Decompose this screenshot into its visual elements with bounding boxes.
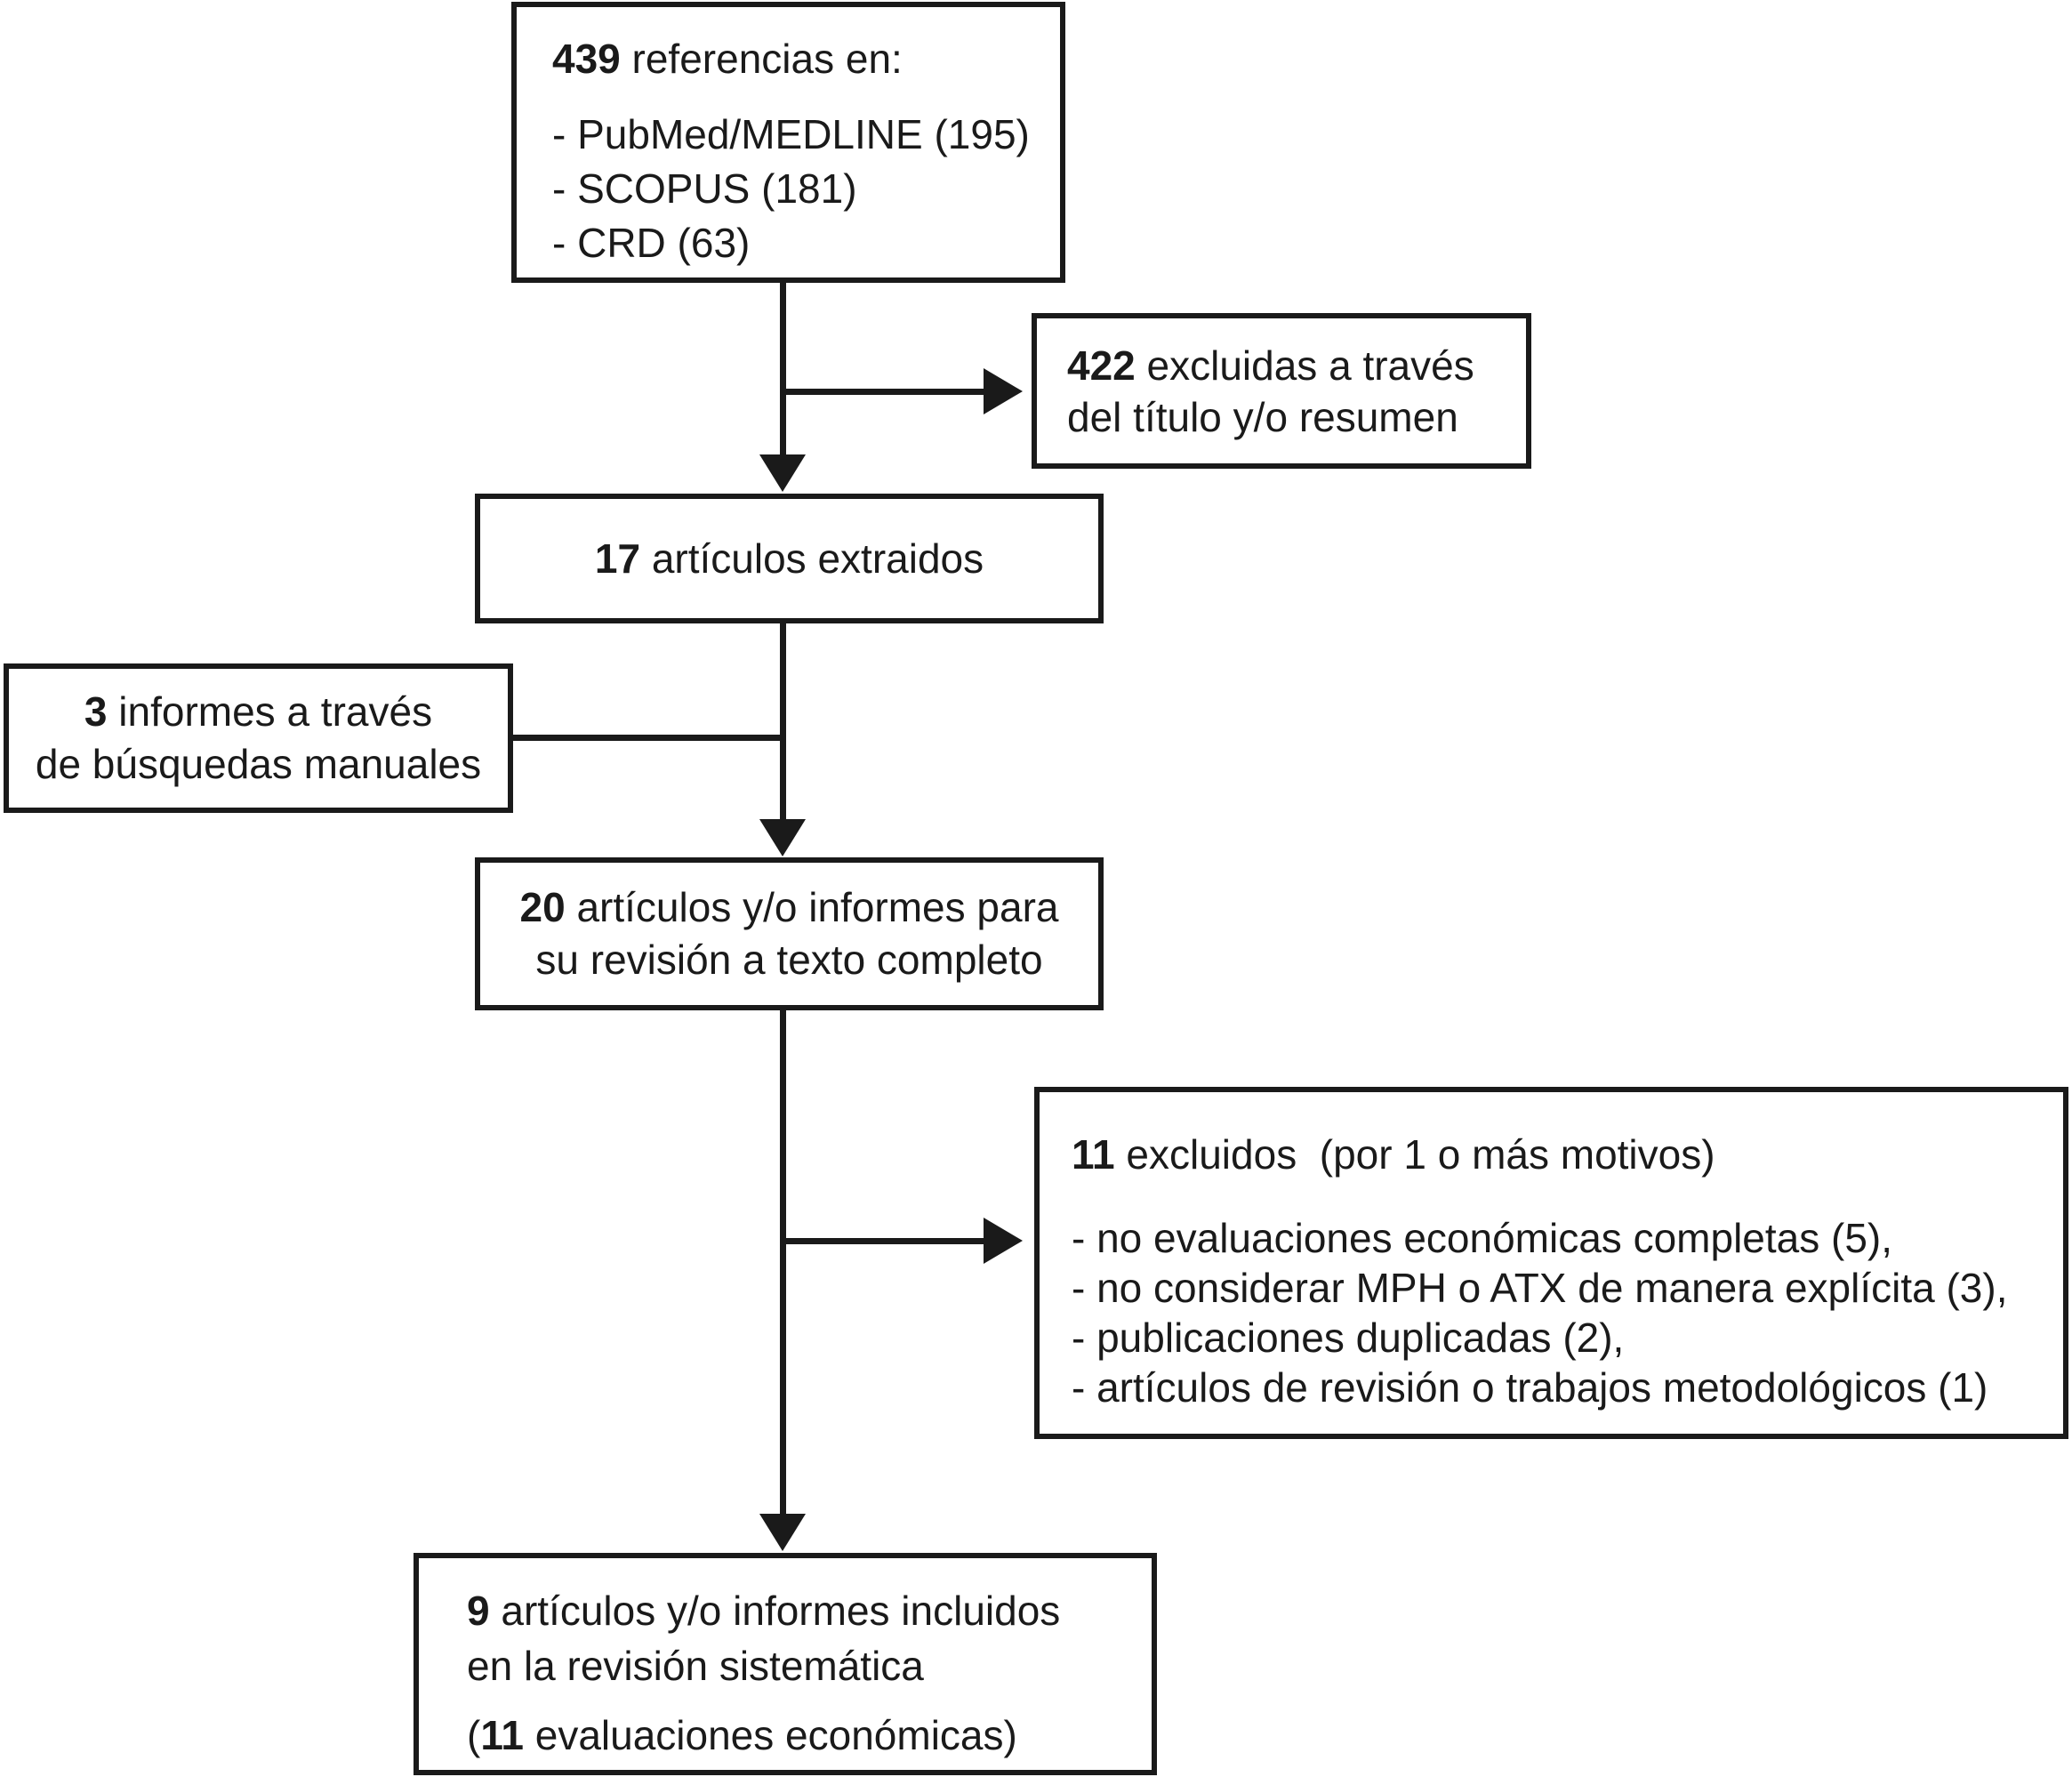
excluded-fulltext-count: 11 xyxy=(1072,1131,1115,1178)
spacer xyxy=(1072,1179,2045,1213)
excluded-screening-line1: 422 excluidas a través xyxy=(1067,342,1474,389)
connector-extracted-to-fulltext xyxy=(780,623,786,821)
excluded-screening-count: 422 xyxy=(1067,342,1136,389)
connector-fulltext-to-included xyxy=(780,1010,786,1514)
box-fulltext-review: 20 artículos y/o informes para su revisi… xyxy=(475,857,1104,1010)
extracted-count: 17 xyxy=(594,535,641,582)
source-item-crd: - CRD (63) xyxy=(552,220,751,266)
box-excluded-fulltext: 11 excluidos (por 1 o más motivos) - no … xyxy=(1034,1087,2068,1439)
spacer xyxy=(552,86,1042,108)
fulltext-count: 20 xyxy=(519,884,566,930)
source-item-scopus: - SCOPUS (181) xyxy=(552,165,857,212)
extracted-line: 17 artículos extraidos xyxy=(594,535,984,582)
connector-branch-excluded-screening xyxy=(783,389,984,395)
sources-title: 439 referencias en: xyxy=(552,36,903,82)
sources-count: 439 xyxy=(552,36,621,82)
included-line2: en la revisión sistemática xyxy=(467,1643,924,1689)
exclusion-reason: - no evaluaciones económicas completas (… xyxy=(1072,1215,1893,1261)
box-manual-searches: 3 informes a través de búsquedas manuale… xyxy=(4,663,513,813)
exclusion-reason: - no considerar MPH o ATX de manera expl… xyxy=(1072,1265,2008,1311)
excluded-screening-line2: del título y/o resumen xyxy=(1067,393,1458,440)
exclusion-reason: - artículos de revisión o trabajos metod… xyxy=(1072,1364,1988,1411)
included-line3: (11 evaluaciones económicas) xyxy=(467,1712,1017,1758)
arrowhead-right-excluded-screening-icon xyxy=(984,368,1023,414)
manual-count: 3 xyxy=(84,688,108,735)
exclusion-reason: - publicaciones duplicadas (2), xyxy=(1072,1315,1625,1361)
fulltext-line2: su revisión a texto completo xyxy=(535,937,1043,983)
arrowhead-down-extracted-icon xyxy=(759,454,806,492)
connector-branch-excluded-fulltext xyxy=(783,1238,984,1244)
box-included-review: 9 artículos y/o informes incluidos en la… xyxy=(414,1553,1157,1775)
manual-line1: 3 informes a través xyxy=(84,688,433,735)
manual-line2: de búsquedas manuales xyxy=(35,741,482,787)
box-search-sources: 439 referencias en: - PubMed/MEDLINE (19… xyxy=(511,2,1065,283)
connector-sources-to-extracted xyxy=(780,283,786,459)
arrowhead-down-included-icon xyxy=(759,1514,806,1551)
box-extracted-articles: 17 artículos extraidos xyxy=(475,494,1104,623)
connector-manual-to-spine xyxy=(513,735,786,741)
box-excluded-screening: 422 excluidas a través del título y/o re… xyxy=(1032,313,1531,469)
economic-evaluations-count: 11 xyxy=(480,1712,524,1758)
included-count: 9 xyxy=(467,1588,490,1634)
excluded-fulltext-title: 11 excluidos (por 1 o más motivos) xyxy=(1072,1131,1715,1178)
source-item-pubmed: - PubMed/MEDLINE (195) xyxy=(552,111,1030,157)
arrowhead-down-fulltext-icon xyxy=(759,819,806,856)
fulltext-line1: 20 artículos y/o informes para xyxy=(519,884,1059,930)
included-line1: 9 artículos y/o informes incluidos xyxy=(467,1588,1061,1634)
arrowhead-right-excluded-fulltext-icon xyxy=(984,1218,1023,1264)
